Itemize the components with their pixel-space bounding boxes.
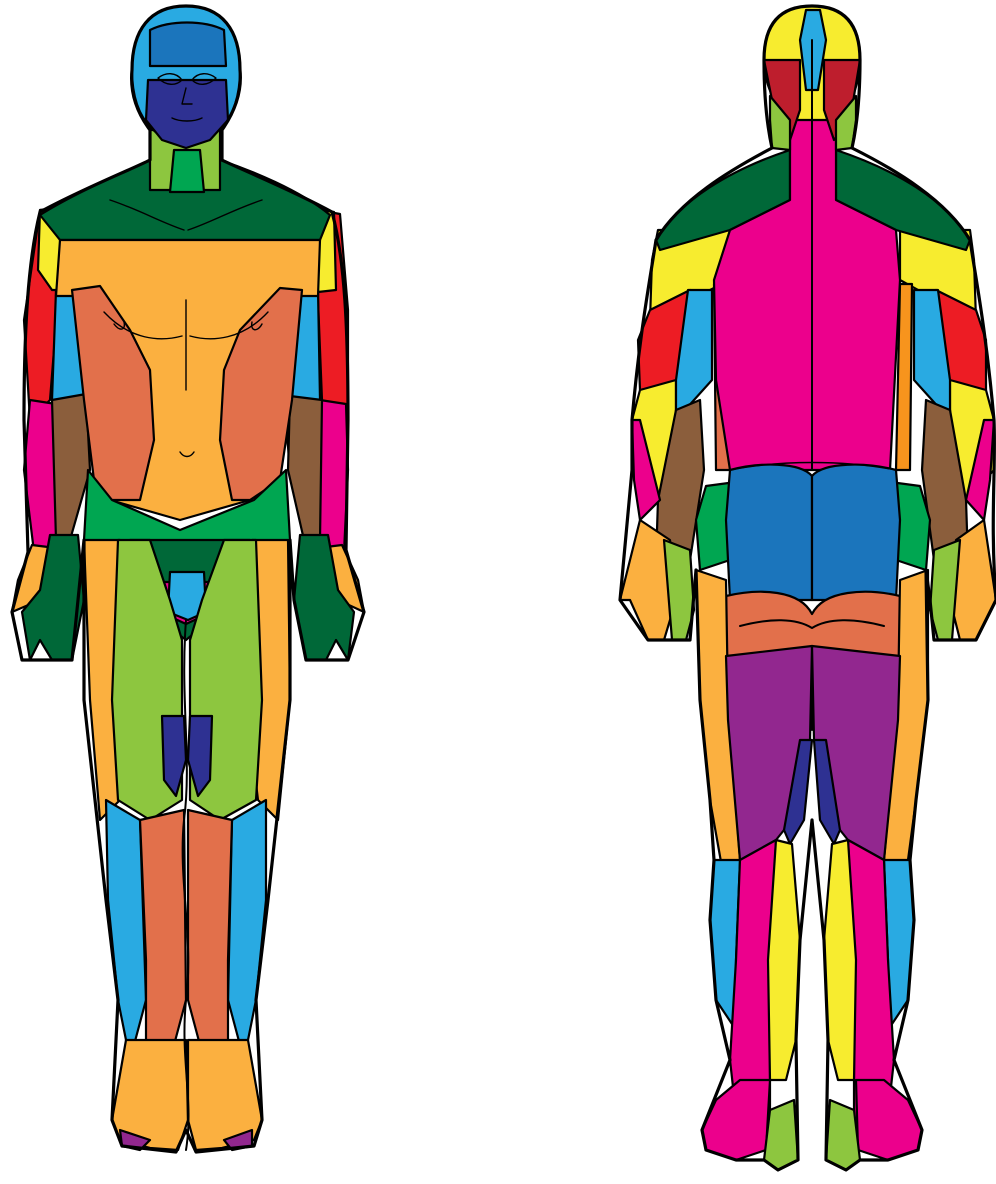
front-left-shin xyxy=(140,810,186,1060)
front-right-shin xyxy=(188,810,232,1060)
back-left-heel-green xyxy=(764,1100,798,1170)
front-neck-center xyxy=(170,150,204,192)
front-view xyxy=(12,6,364,1152)
front-right-shin-lateral xyxy=(228,800,266,1060)
front-right-forearm-medial xyxy=(288,396,322,540)
front-forehead xyxy=(150,23,226,67)
back-right-heel xyxy=(856,1080,922,1160)
back-left-heel xyxy=(702,1080,770,1160)
back-spine-region xyxy=(714,90,900,470)
back-left-lumbar xyxy=(726,465,812,600)
back-view xyxy=(620,6,996,1170)
back-right-heel-green xyxy=(826,1100,860,1170)
back-right-lumbar xyxy=(812,465,900,600)
